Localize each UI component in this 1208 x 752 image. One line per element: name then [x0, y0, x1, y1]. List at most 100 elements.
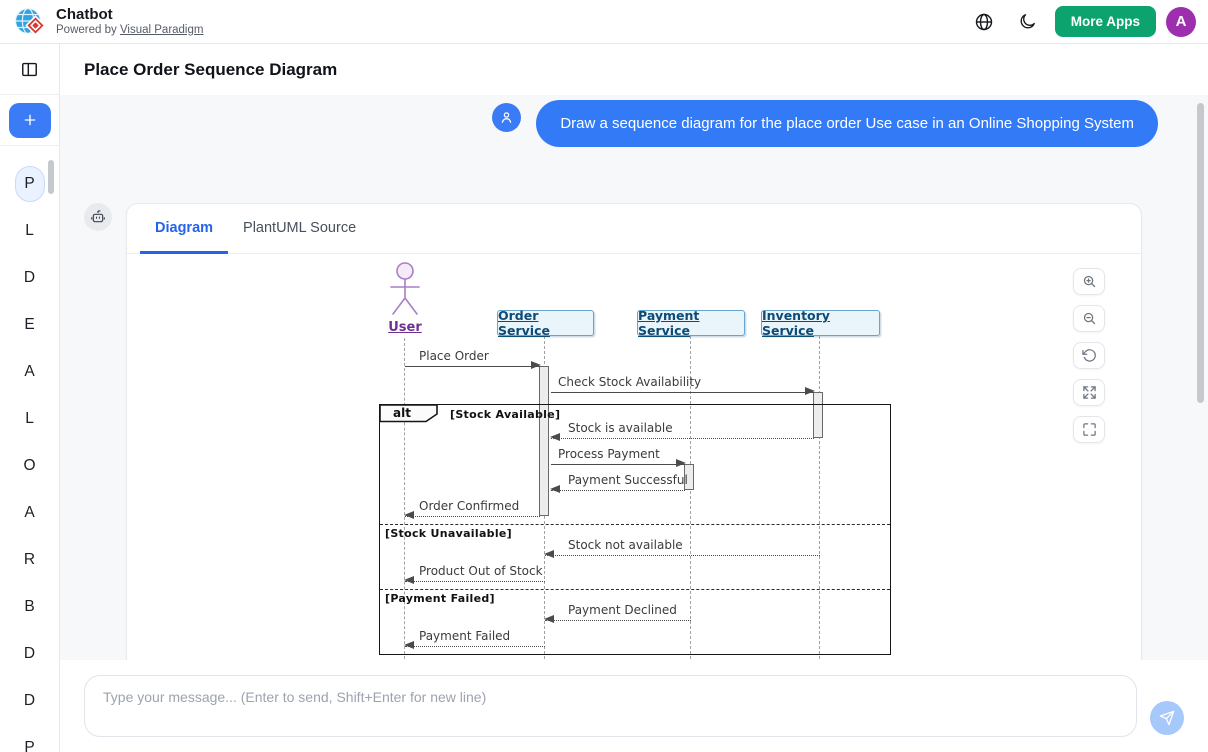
message-arrow [544, 550, 820, 558]
participant-order-service: Order Service [497, 308, 594, 338]
message-label: Stock not available [568, 538, 683, 552]
bot-message-row: Diagram PlantUML Source [60, 203, 1208, 660]
user-message-text: Draw a sequence diagram for the place or… [560, 115, 1134, 132]
message-arrow [550, 485, 685, 493]
person-icon [502, 112, 512, 123]
activation-payment-service [684, 464, 694, 490]
chat-history-item[interactable]: L [25, 222, 34, 239]
robot-icon [91, 210, 105, 223]
lifeline-payment-service [690, 336, 691, 660]
fragment-divider [380, 589, 890, 590]
guard-payment-failed: [Payment Failed] [385, 592, 495, 605]
language-button[interactable] [967, 5, 1001, 39]
chat-history-item[interactable]: B [24, 598, 35, 615]
chat-history-item[interactable]: P [24, 739, 35, 752]
sidebar-scrollbar[interactable] [48, 160, 54, 194]
message-arrow [551, 387, 815, 395]
paper-plane-icon [1159, 710, 1175, 726]
message-arrow [544, 615, 691, 623]
message-arrow [404, 576, 545, 584]
chat-history-item[interactable]: P [14, 166, 45, 202]
zoom-in-button[interactable] [1073, 268, 1105, 295]
message-arrow [551, 459, 686, 467]
title-bar: Place Order Sequence Diagram [60, 44, 1208, 95]
message-label: Place Order [419, 349, 489, 363]
message-label: Check Stock Availability [558, 375, 702, 389]
message-label: Product Out of Stock [419, 564, 543, 578]
panel-toggle-icon [22, 62, 37, 76]
message-label: Stock is available [568, 421, 673, 435]
tab-bar: Diagram PlantUML Source [127, 204, 1141, 254]
plus-icon [24, 114, 35, 126]
zoom-out-icon [1083, 312, 1095, 325]
expand-button[interactable] [1073, 379, 1105, 406]
chat-area: Draw a sequence diagram for the place or… [60, 95, 1208, 660]
brand-block: Chatbot Powered by Visual Paradigm [56, 6, 203, 37]
visual-paradigm-logo-icon [14, 7, 46, 36]
user-account-avatar[interactable]: A [1166, 6, 1196, 37]
bot-avatar [84, 203, 112, 231]
chat-history-item[interactable]: A [24, 504, 35, 521]
fragment-operator-label: alt [393, 406, 411, 420]
chat-history-item[interactable]: R [23, 551, 36, 568]
dark-mode-button[interactable] [1011, 5, 1045, 39]
app-title: Chatbot [56, 6, 113, 23]
app-header: Chatbot Powered by Visual Paradigm More … [0, 0, 1208, 44]
chat-history-item[interactable]: E [24, 316, 35, 333]
chat-history-item[interactable]: D [23, 692, 36, 709]
message-arrow [405, 361, 541, 369]
message-input[interactable] [84, 675, 1137, 737]
activation-order-service [539, 366, 549, 516]
chat-history-item[interactable]: D [23, 645, 36, 662]
user-message-bubble: Draw a sequence diagram for the place or… [536, 100, 1158, 147]
reset-view-button[interactable] [1073, 342, 1105, 369]
chat-history-item[interactable]: D [23, 269, 36, 286]
page-title: Place Order Sequence Diagram [84, 59, 338, 79]
new-chat-button[interactable] [8, 102, 51, 138]
powered-by-text: Powered by [56, 24, 120, 36]
actor-stick-figure [390, 262, 420, 315]
participant-inventory-service: Inventory Service [761, 308, 880, 338]
globe-icon [975, 13, 992, 30]
chat-history-item[interactable]: O [23, 457, 36, 474]
diagram-toolbar [1073, 268, 1105, 443]
message-label: Process Payment [558, 447, 660, 461]
fullscreen-button[interactable] [1073, 416, 1105, 443]
more-apps-button[interactable]: More Apps [1054, 6, 1156, 37]
message-arrow [550, 433, 814, 441]
participant-payment-service: Payment Service [637, 308, 745, 338]
sidebar-toggle-button[interactable] [13, 52, 47, 86]
message-label: Payment Failed [419, 629, 511, 643]
actor-label: User [388, 320, 422, 335]
lifeline-inventory-service [819, 336, 820, 660]
message-label: Order Confirmed [419, 499, 520, 513]
chat-history-list: P L D E A L O A R B D D P [0, 146, 59, 752]
fragment-divider [380, 524, 890, 525]
diagram-card: Diagram PlantUML Source [126, 203, 1142, 660]
moon-icon [1020, 14, 1036, 29]
fragment-operator-pentagon [379, 404, 438, 423]
composer [60, 660, 1208, 752]
powered-by: Powered by Visual Paradigm [56, 23, 203, 37]
guard-stock-unavailable: [Stock Unavailable] [385, 527, 513, 540]
expand-arrows-icon [1082, 386, 1096, 399]
message-arrow [404, 641, 545, 649]
user-message-row: Draw a sequence diagram for the place or… [60, 95, 1208, 147]
alt-fragment: alt [Stock Available] [Stock Unavailable… [379, 404, 891, 655]
tab-plantuml-source[interactable]: PlantUML Source [243, 219, 357, 236]
chat-history-item[interactable]: A [24, 363, 35, 380]
tab-diagram[interactable]: Diagram [140, 204, 229, 254]
zoom-out-button[interactable] [1073, 305, 1105, 332]
user-avatar [492, 103, 522, 132]
sequence-diagram-canvas: User Order Service Payment Service Inven… [127, 254, 1141, 660]
reset-rotate-icon [1081, 349, 1096, 362]
message-label: Payment Declined [568, 603, 677, 617]
zoom-in-icon [1083, 275, 1095, 288]
fullscreen-brackets-icon [1082, 423, 1096, 436]
chat-scrollbar[interactable] [1197, 103, 1204, 403]
chat-history-item[interactable]: L [25, 410, 34, 427]
guard-stock-available: [Stock Available] [450, 408, 561, 421]
send-button[interactable] [1150, 701, 1184, 735]
app-logo [12, 3, 50, 41]
visual-paradigm-link[interactable]: Visual Paradigm [119, 24, 204, 36]
